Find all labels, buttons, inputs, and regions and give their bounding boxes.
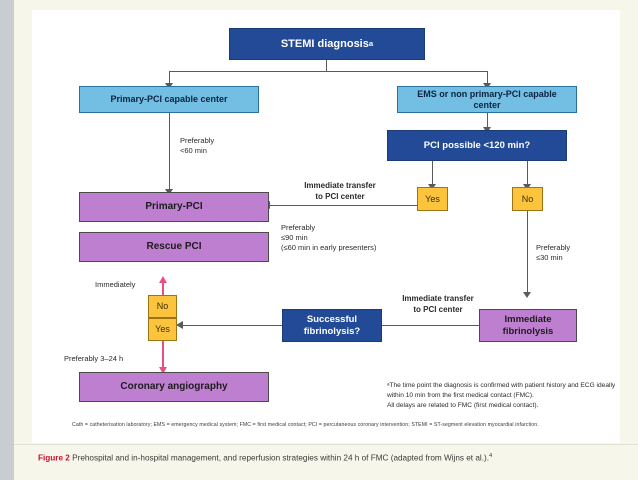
node-ems-or-non-primary-pci-center[interactable]: EMS or non primary-PCI capable center	[397, 86, 577, 113]
node-successful-fibrinolysis[interactable]: Successful fibrinolysis?	[282, 309, 382, 342]
figure-caption: Figure 2 Prehospital and in-hospital man…	[38, 453, 628, 464]
edge-label-immediately: Immediately	[95, 280, 136, 289]
connector-pci-possible-to-no	[527, 161, 529, 187]
connector-horizontal-bus	[169, 71, 487, 73]
node-no-top-label: No	[521, 193, 534, 204]
connector-capable-to-primary-pci	[169, 113, 171, 192]
connector-stemi-down	[326, 60, 328, 72]
connector-bus-to-left	[169, 71, 171, 86]
connector-ems-to-pci-possible	[487, 113, 489, 130]
edge-label-immediate-transfer-top: Immediate transfer to PCI center	[304, 181, 376, 201]
edge-label-immediate-transfer-bottom: Immediate transfer to PCI center	[402, 294, 474, 314]
node-coronary-angiography-label: Coronary angiography	[120, 381, 228, 393]
edge-label-preferably-90min: Preferably ≤90 min (≤60 min in early pre…	[281, 223, 377, 253]
node-stemi-diagnosis-superscript: a	[368, 39, 374, 49]
connector-fibrinolysis-to-successful	[310, 325, 479, 327]
arrowhead-to-decision-boxes	[176, 321, 183, 329]
arrowhead-to-coronary-angiography	[158, 367, 167, 374]
node-primary-pci-label: Primary-PCI	[145, 201, 203, 213]
node-rescue-pci[interactable]: Rescue PCI	[79, 232, 269, 262]
node-ems-or-non-primary-pci-center-label: EMS or non primary-PCI capable center	[417, 88, 557, 110]
figure-caption-text: Prehospital and in-hospital management, …	[72, 453, 490, 463]
node-successful-fibrinolysis-label: Successful fibrinolysis?	[303, 314, 361, 337]
edge-label-preferably-30min: Preferably ≤30 min	[536, 243, 571, 263]
edge-label-preferably-3-24h: Preferably 3–24 h	[64, 354, 124, 363]
connector-pci-possible-to-yes	[432, 161, 434, 187]
node-coronary-angiography[interactable]: Coronary angiography	[79, 372, 269, 402]
node-yes-top[interactable]: Yes	[417, 187, 448, 211]
connector-no-to-fibrinolysis	[527, 211, 529, 295]
node-immediate-fibrinolysis[interactable]: Immediate fibrinolysis	[479, 309, 577, 342]
node-primary-pci-capable-center[interactable]: Primary-PCI capable center	[79, 86, 259, 113]
node-pci-possible[interactable]: PCI possible <120 min?	[387, 130, 567, 161]
connector-yes-to-angiography	[162, 341, 164, 371]
node-yes-bottom[interactable]: Yes	[148, 318, 177, 341]
arrowhead-to-immediate-fibrinolysis	[523, 292, 531, 298]
node-primary-pci[interactable]: Primary-PCI	[79, 192, 269, 222]
figure-caption-bar: Figure 2 Prehospital and in-hospital man…	[14, 444, 638, 480]
arrowhead-to-rescue-pci	[158, 276, 167, 283]
node-yes-bottom-label: Yes	[155, 324, 170, 335]
node-no-top[interactable]: No	[512, 187, 543, 211]
footnote-text: ᵃThe time point the diagnosis is confirm…	[387, 382, 616, 409]
node-stemi-diagnosis-label: STEMI diagnosis	[280, 37, 369, 50]
edge-label-preferably-60min: Preferably <60 min	[180, 136, 215, 156]
node-yes-top-label: Yes	[425, 193, 440, 204]
node-rescue-pci-label: Rescue PCI	[146, 241, 202, 253]
connector-yes-to-primary-pci	[269, 205, 417, 207]
figure-number: Figure 2	[38, 453, 70, 463]
node-primary-pci-capable-center-label: Primary-PCI capable center	[110, 94, 228, 105]
node-immediate-fibrinolysis-label: Immediate fibrinolysis	[502, 314, 554, 337]
node-no-bottom-label: No	[156, 301, 169, 312]
node-no-bottom[interactable]: No	[148, 295, 177, 318]
figure-caption-superscript: 4	[489, 453, 493, 459]
node-pci-possible-label: PCI possible <120 min?	[423, 139, 531, 151]
connector-successful-to-decision	[182, 325, 282, 327]
abbreviations-text: Cath = catheterisation laboratory; EMS =…	[72, 422, 539, 428]
connector-bus-to-right	[487, 71, 489, 86]
